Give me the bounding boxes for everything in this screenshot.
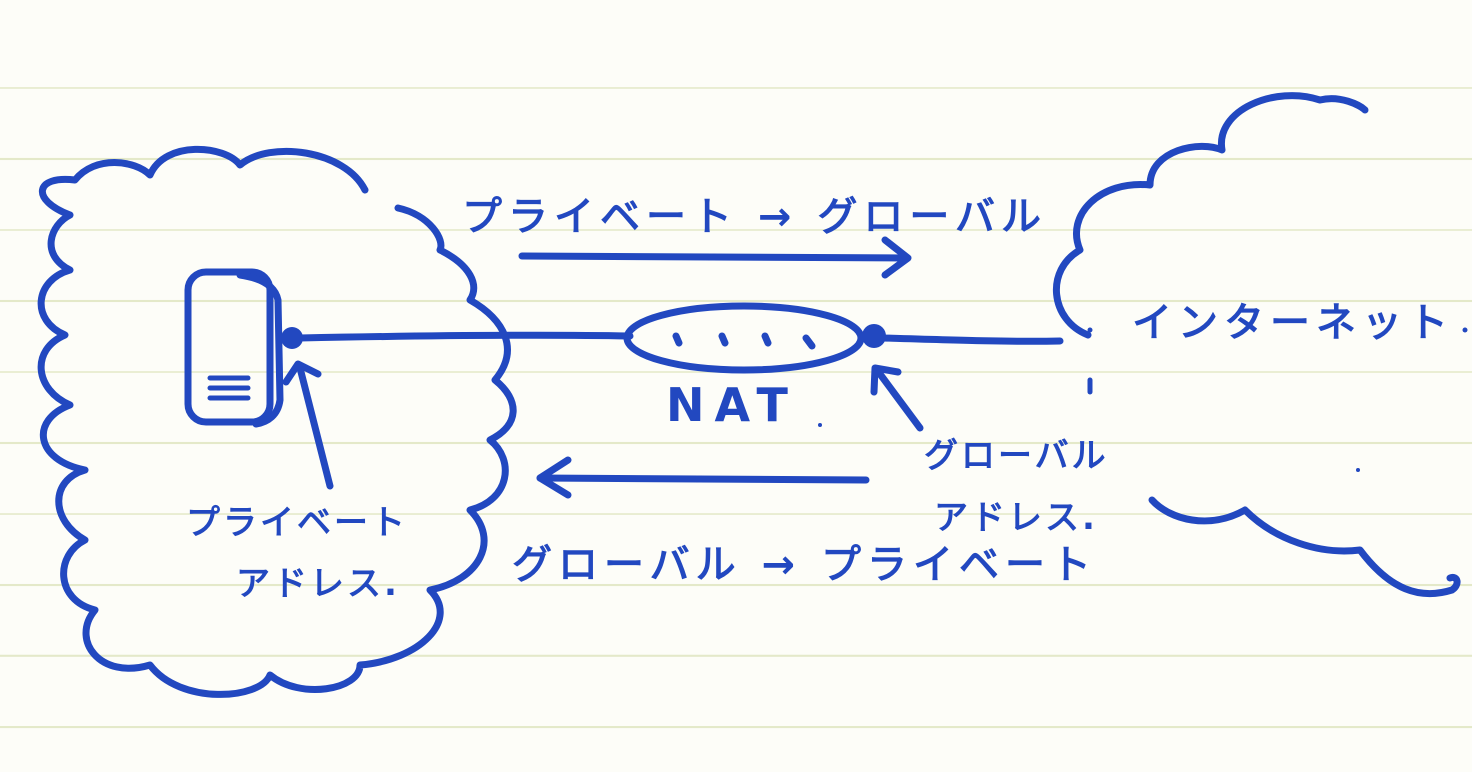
global-address-label-line1: グローバル [924,436,1109,476]
ink-speck [1087,327,1093,333]
ink-speck [818,423,822,427]
ink-speck [1356,468,1360,472]
private-address-label-line1: プライベート [186,503,408,543]
private-network-cloud [37,145,517,698]
ink-speck [1462,327,1468,333]
nat-wan-port-dot [862,324,886,348]
internet-cloud [1053,92,1461,598]
wan-cable [880,334,1064,345]
inbound-arrow [536,456,870,499]
server-port-dot [281,327,303,349]
nat-label: NAT [666,378,798,432]
private-address-pointer [282,360,334,490]
inbound-translation-label: グローバル → プライベート [512,542,1097,588]
outbound-translation-label: プライベート → グローバル [462,194,1047,240]
private-address-label-line2: アドレス. [236,564,400,604]
lan-cable [296,331,634,342]
global-address-pointer [870,364,924,432]
server-icon [184,268,284,428]
nat-router-icon [623,302,865,374]
outbound-arrow [518,236,912,279]
internet-label: インターネット [1132,300,1454,346]
global-address-label-line2: アドレス. [934,498,1098,538]
